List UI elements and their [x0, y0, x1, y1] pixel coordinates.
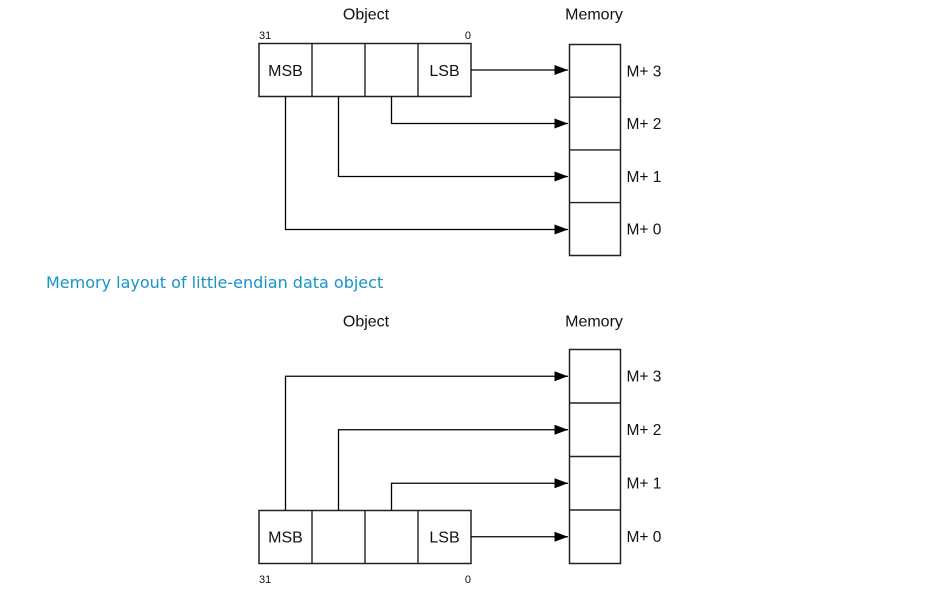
- arrow-byte2-to-m2: [337, 424, 568, 511]
- diagram-bottom: Object Memory M+ 3 M+ 2 M+ 1 M+ 0 MSB LS…: [258, 314, 662, 586]
- memory-title: Memory: [565, 7, 623, 24]
- object-cell-msb: MSB: [268, 530, 303, 547]
- memory-label-m1: M+ 1: [627, 169, 662, 186]
- memory-label-m2: M+ 2: [627, 422, 662, 439]
- arrow-byte2-to-m1: [337, 96, 568, 182]
- arrow-byte1-to-m1: [390, 478, 568, 511]
- memory-label-m3: M+ 3: [627, 369, 662, 386]
- figure-caption: Memory layout of little-endian data obje…: [46, 273, 384, 292]
- bit-label-31: 31: [259, 574, 271, 586]
- bit-label-0: 0: [465, 30, 471, 42]
- object-title: Object: [343, 7, 390, 24]
- memory-label-m2: M+ 2: [627, 116, 662, 133]
- diagram-top: Object Memory 31 0 MSB LSB M+ 3 M+ 2 M+ …: [258, 7, 662, 257]
- memory-label-m1: M+ 1: [627, 476, 662, 493]
- memory-title: Memory: [565, 314, 623, 331]
- object-cell-msb: MSB: [268, 63, 303, 80]
- arrow-msb-to-m3: [284, 371, 568, 511]
- memory-label-m0: M+ 0: [627, 529, 662, 546]
- memory-label-m0: M+ 0: [627, 222, 662, 239]
- arrow-msb-to-m0: [284, 96, 568, 235]
- bit-label-31: 31: [259, 30, 271, 42]
- arrow-byte1-to-m2: [390, 96, 568, 129]
- object-title: Object: [343, 314, 390, 331]
- object-cell-lsb: LSB: [429, 63, 459, 80]
- bit-label-0: 0: [465, 574, 471, 586]
- object-cell-lsb: LSB: [429, 530, 459, 547]
- memory-label-m3: M+ 3: [627, 64, 662, 81]
